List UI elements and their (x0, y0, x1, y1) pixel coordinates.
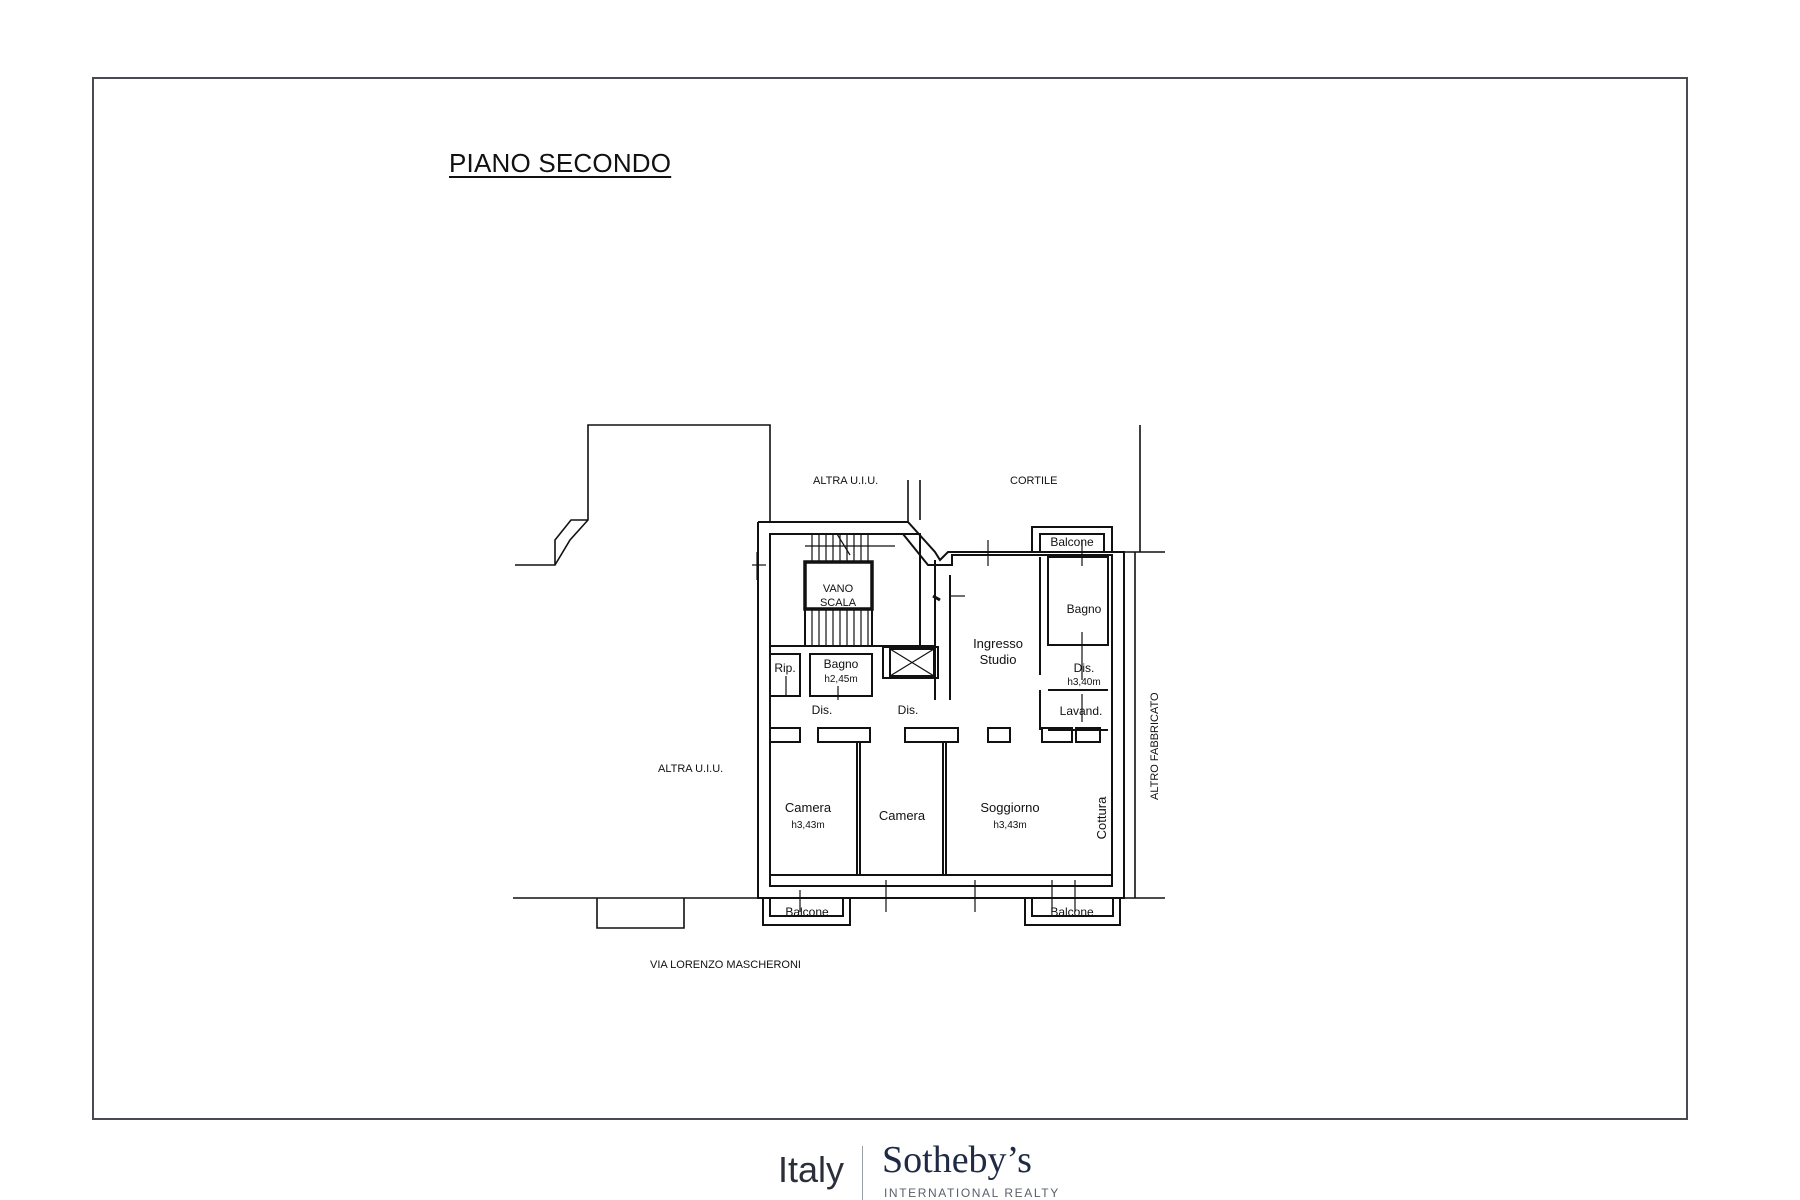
label-ingresso: Ingresso (973, 636, 1023, 651)
label-cortile: CORTILE (1010, 475, 1057, 487)
label-altro-fabbricato: ALTRO FABBRICATO (1149, 692, 1161, 800)
label-camera-1: Camera (785, 800, 832, 815)
building-walls (757, 521, 1125, 926)
label-lavand: Lavand. (1060, 704, 1103, 718)
label-west-altra-uiu: ALTRA U.I.U. (658, 763, 723, 775)
brand-logo: Sotheby’s (882, 1139, 1032, 1181)
label-dis-right-height: h3,40m (1067, 677, 1100, 688)
plan-labels: ALTRA U.I.U. CORTILE ALTRA U.I.U. VIA LO… (650, 475, 1161, 971)
label-scala: SCALA (820, 597, 857, 609)
drawing-frame (92, 77, 1688, 1120)
context-lines (513, 424, 1165, 929)
label-studio: Studio (980, 652, 1017, 667)
label-soggiorno: Soggiorno (980, 800, 1039, 815)
label-soggiorno-height: h3,43m (993, 820, 1026, 831)
brand-tagline: INTERNATIONAL REALTY (884, 1186, 1060, 1200)
label-cottura: Cottura (1094, 796, 1109, 839)
footer-region: Italy (778, 1149, 845, 1190)
floor-title: PIANO SECONDO (449, 148, 672, 178)
label-balcone-bottom-right: Balcone (1050, 905, 1094, 919)
window-markers (752, 540, 1083, 912)
label-dis-right: Dis. (1074, 661, 1095, 675)
label-bagno-small: Bagno (824, 657, 859, 671)
label-balcone-top: Balcone (1050, 535, 1094, 549)
label-street: VIA LORENZO MASCHERONI (650, 959, 801, 971)
label-bagno-small-height: h2,45m (824, 674, 857, 685)
footer-divider (862, 1146, 863, 1200)
label-camera-1-height: h3,43m (791, 820, 824, 831)
label-north-altra-uiu: ALTRA U.I.U. (813, 475, 878, 487)
label-rip: Rip. (774, 661, 795, 675)
label-vano: VANO (823, 583, 854, 595)
label-dis-center: Dis. (898, 703, 919, 717)
label-bagno-right: Bagno (1067, 602, 1102, 616)
label-balcone-bottom-left: Balcone (785, 905, 829, 919)
label-camera-2: Camera (879, 808, 926, 823)
label-dis-left: Dis. (812, 703, 833, 717)
